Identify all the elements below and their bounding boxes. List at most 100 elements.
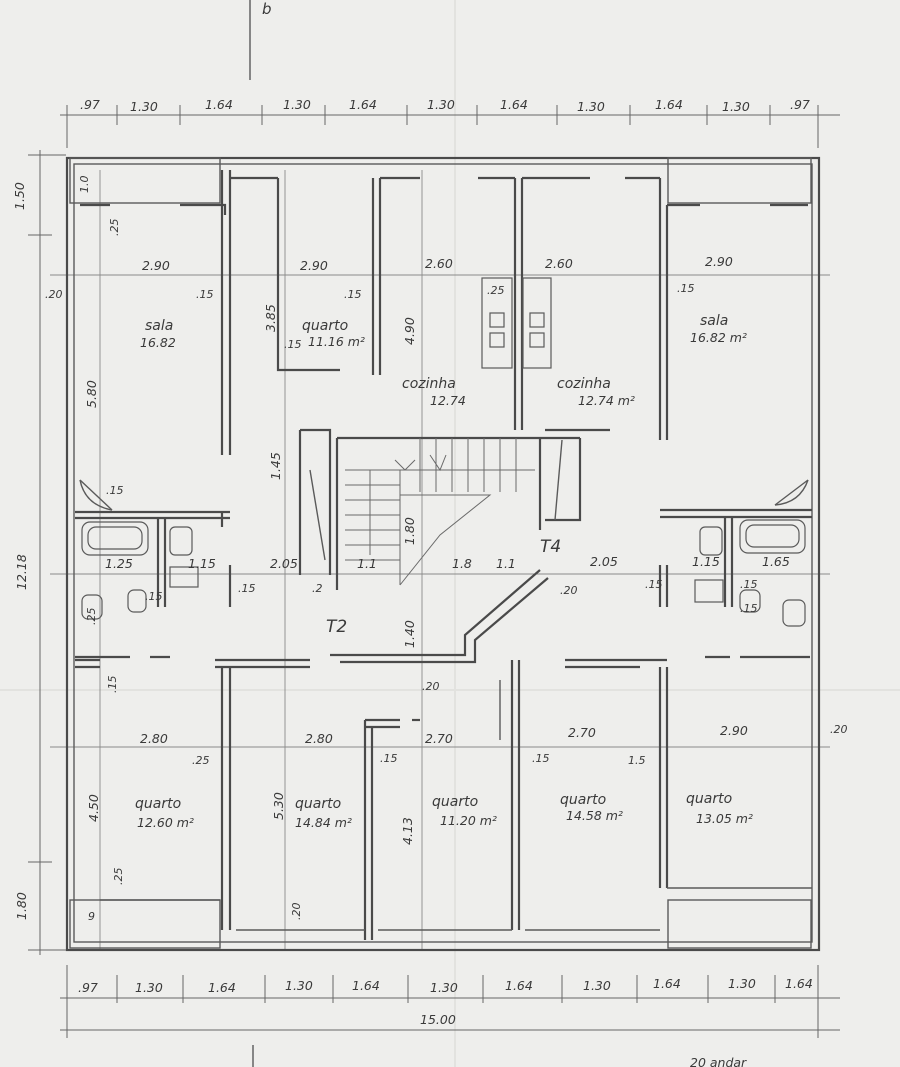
mark-6: .15 <box>677 282 695 295</box>
mid-dim-5: 1.8 <box>452 556 472 571</box>
mark-3: .15 <box>196 288 214 301</box>
room-sala-right-area: 16.82 m² <box>690 330 747 345</box>
left-dim-bottom: 1.80 <box>14 892 29 920</box>
depth-sala-left: 5.80 <box>84 380 99 408</box>
room-sala-left-area: 16.82 <box>140 335 176 350</box>
mark-22: 9 <box>88 910 95 923</box>
mark-5: .25 <box>487 284 505 297</box>
top-dimension-chain: .97 1.30 1.64 1.30 1.64 1.30 1.64 1.30 1… <box>60 97 840 148</box>
top-dim-9: 1.64 <box>655 97 683 112</box>
mark-12: .15 <box>645 578 663 591</box>
mark-20: .20 <box>830 723 848 736</box>
section-mark-label: b <box>262 0 272 18</box>
top-dim-4: 1.30 <box>283 97 311 112</box>
section-mark: b <box>249 0 272 1067</box>
width-cozinha-right: 2.60 <box>545 256 573 271</box>
mid-dim-9: 1.65 <box>762 554 790 569</box>
mark-16: .15 <box>740 602 758 615</box>
depth-hall: 1.45 <box>268 452 283 480</box>
interior-walls <box>75 170 812 940</box>
bottom-dim-2: 1.30 <box>135 980 163 995</box>
mid-dim-1: 1.25 <box>105 556 133 571</box>
bottom-dim-3: 1.64 <box>208 980 236 995</box>
mark-18: .25 <box>192 754 210 767</box>
mid-dim-3: 2.05 <box>270 556 298 571</box>
mark-14: .25 <box>85 608 98 626</box>
mark-24: .25 <box>112 868 125 886</box>
depth-quarto-top: 3.85 <box>263 304 278 332</box>
width-quarto-b3: 2.70 <box>425 731 453 746</box>
wall-thickness-marks: .25 .20 .15 .15 .25 .15 .15 .15 .2 .15 .… <box>45 176 848 924</box>
bottom-dim-1: .97 <box>78 980 98 995</box>
room-labels: sala 16.82 quarto 11.16 m² cozinha 12.74… <box>135 313 753 830</box>
bottom-dimension-chain: .97 1.30 1.64 1.30 1.64 1.30 1.64 1.30 1… <box>60 965 840 1038</box>
width-quarto-top: 2.90 <box>300 258 328 273</box>
room-sala-left-name: sala <box>145 318 173 334</box>
width-quarto-b2: 2.80 <box>305 731 333 746</box>
room-quarto-b4-name: quarto <box>560 792 606 808</box>
depth-quarto-b3: 4.13 <box>400 817 415 845</box>
room-quarto-b5-name: quarto <box>686 791 732 807</box>
mark-23: .15 <box>380 752 398 765</box>
top-dim-5: 1.64 <box>349 97 377 112</box>
footer-note: 20 andar <box>690 1055 747 1067</box>
room-cozinha-right-area: 12.74 m² <box>578 393 635 408</box>
mark-13: .15 <box>740 578 758 591</box>
mark-21: 1.0 <box>78 176 91 194</box>
room-depth-labels: 5.80 3.85 4.90 1.45 4.50 5.30 4.13 <box>84 304 417 845</box>
room-quarto-b2-area: 14.84 m² <box>295 815 352 830</box>
room-cozinha-left-area: 12.74 <box>430 393 466 408</box>
axis-lines <box>50 170 830 950</box>
left-dimension-chain: 1.50 12.18 1.80 <box>12 150 66 955</box>
top-dim-6: 1.30 <box>427 97 455 112</box>
width-quarto-b5: 2.90 <box>720 723 748 738</box>
room-quarto-b2-name: quarto <box>295 796 341 812</box>
top-dim-1: .97 <box>80 97 100 112</box>
mark-17: .15 <box>106 676 119 694</box>
stair-lower-dim: 1.40 <box>402 620 417 648</box>
outer-walls <box>65 156 821 952</box>
mark-11: .20 <box>560 584 578 597</box>
top-dim-8: 1.30 <box>577 99 605 114</box>
room-quarto-b3-area: 11.20 m² <box>440 813 497 828</box>
depth-cozinha: 4.90 <box>402 317 417 345</box>
mark-9: .2 <box>312 582 323 595</box>
room-quarto-b4-area: 14.58 m² <box>566 808 623 823</box>
width-quarto-b1: 2.80 <box>140 731 168 746</box>
mark-7: .15 <box>284 338 302 351</box>
lift-labels: T2 T4 <box>326 537 561 637</box>
bottom-dim-11: 1.64 <box>785 976 813 991</box>
room-quarto-top-name: quarto <box>302 318 348 334</box>
bottom-dim-9: 1.64 <box>653 976 681 991</box>
mark-19: .20 <box>422 680 440 693</box>
mark-8: .15 <box>106 484 124 497</box>
mid-row-dimension-labels: 1.25 1.15 2.05 1.1 1.8 1.1 2.05 1.15 1.6… <box>105 517 790 648</box>
mark-10: .15 <box>238 582 256 595</box>
width-quarto-b4: 2.70 <box>568 725 596 740</box>
room-quarto-b3-name: quarto <box>432 794 478 810</box>
mark-2: .20 <box>45 288 63 301</box>
mid-dim-8: 1.15 <box>692 554 720 569</box>
mid-dim-6: 1.1 <box>496 556 516 571</box>
stair-landing-dim: 1.80 <box>402 517 417 545</box>
room-cozinha-right-name: cozinha <box>557 376 611 392</box>
mid-dim-7: 2.05 <box>590 554 618 569</box>
bottom-dim-6: 1.30 <box>430 980 458 995</box>
mark-27: .20 <box>290 903 303 921</box>
mark-4: .15 <box>344 288 362 301</box>
bottom-dim-4: 1.30 <box>285 978 313 993</box>
room-width-labels: 2.90 2.90 2.60 2.60 2.90 2.80 2.80 2.70 … <box>140 254 748 746</box>
top-dim-7: 1.64 <box>500 97 528 112</box>
width-sala-left: 2.90 <box>142 258 170 273</box>
depth-quarto-b1: 4.50 <box>86 794 101 822</box>
width-cozinha-left: 2.60 <box>425 256 453 271</box>
top-dim-10: 1.30 <box>722 99 750 114</box>
room-quarto-b1-area: 12.60 m² <box>137 815 194 830</box>
top-dim-2: 1.30 <box>130 99 158 114</box>
total-width: 15.00 <box>420 1012 456 1027</box>
top-dim-3: 1.64 <box>205 97 233 112</box>
top-dim-11: .97 <box>790 97 810 112</box>
